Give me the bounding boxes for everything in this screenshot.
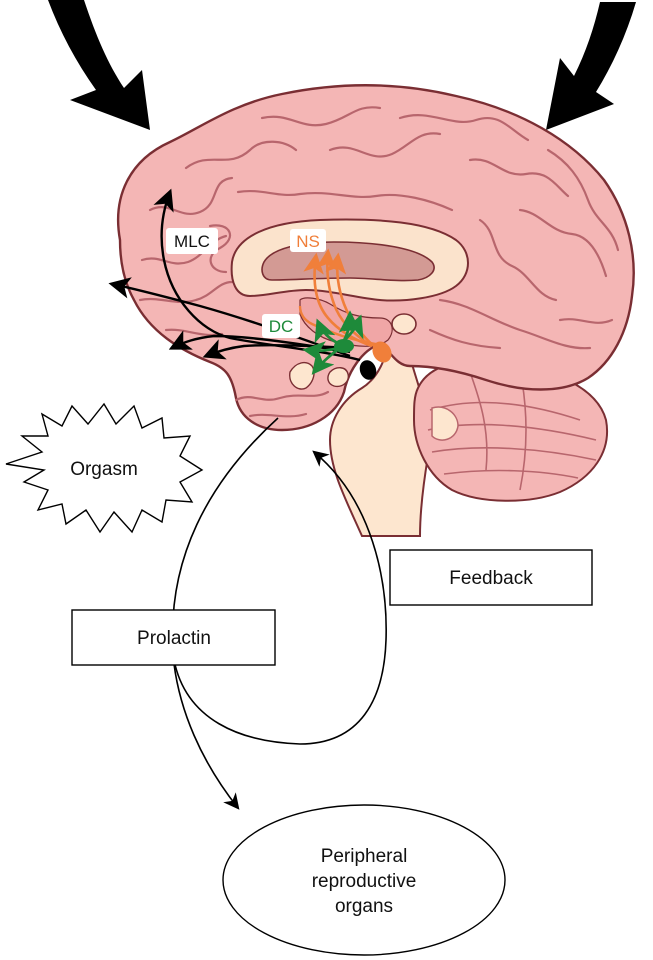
feedback-label: Feedback [449, 568, 533, 589]
mammillary-body [327, 367, 349, 388]
mlc-label: MLC [174, 232, 210, 251]
peripheral-label-line2: reproductive [312, 871, 417, 892]
cerebellum [412, 358, 609, 502]
feedback-box [389, 549, 593, 606]
right-input-arrow-icon [546, 2, 636, 130]
ns-label-bg [290, 229, 326, 252]
orgasm-starburst-icon [5, 402, 204, 534]
dc-label-bg [262, 314, 300, 338]
orgasm-label: Orgasm [70, 459, 138, 480]
dc-label: DC [269, 317, 294, 336]
prolactin-label: Prolactin [137, 628, 211, 649]
peripheral-label-line1: Peripheral [321, 846, 408, 867]
left-input-arrow-icon [48, 0, 150, 130]
ns-label: NS [296, 232, 320, 251]
pituitary [289, 361, 315, 390]
peripheral-organs-ellipse [222, 804, 506, 956]
brainstem [328, 328, 430, 537]
mlc-label-bg [166, 228, 218, 254]
feedback-loop-line [171, 417, 387, 745]
prolactin-to-organs-line [173, 663, 240, 810]
dc-pathway [302, 310, 364, 375]
pineal-body [391, 313, 417, 335]
prolactin-box [71, 609, 276, 666]
peripheral-label-line3: organs [335, 896, 393, 917]
